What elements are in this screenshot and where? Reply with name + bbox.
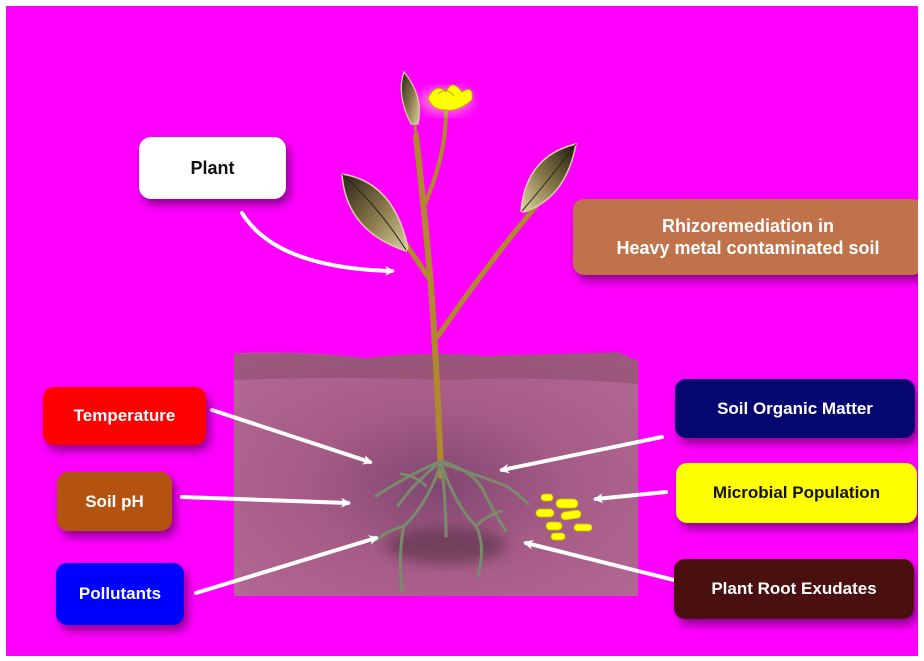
flower [420, 85, 472, 113]
plant-root-exudates-label: Plant Root Exudates [674, 559, 914, 619]
title-line-1: Rhizoremediation in [662, 215, 834, 238]
title-line-2: Heavy metal contaminated soil [616, 237, 879, 260]
microbial-population-label: Microbial Population [676, 463, 917, 523]
plant-label: Plant [139, 137, 286, 199]
diagram-title: Rhizoremediation in Heavy metal contamin… [573, 199, 918, 275]
soil-ph-label: Soil pH [57, 472, 172, 531]
pollutants-label: Pollutants [56, 563, 184, 625]
diagram-canvas: Plant Rhizoremediation in Heavy metal co… [6, 6, 918, 656]
temperature-label: Temperature [43, 387, 206, 445]
soil-organic-matter-label: Soil Organic Matter [675, 379, 915, 438]
